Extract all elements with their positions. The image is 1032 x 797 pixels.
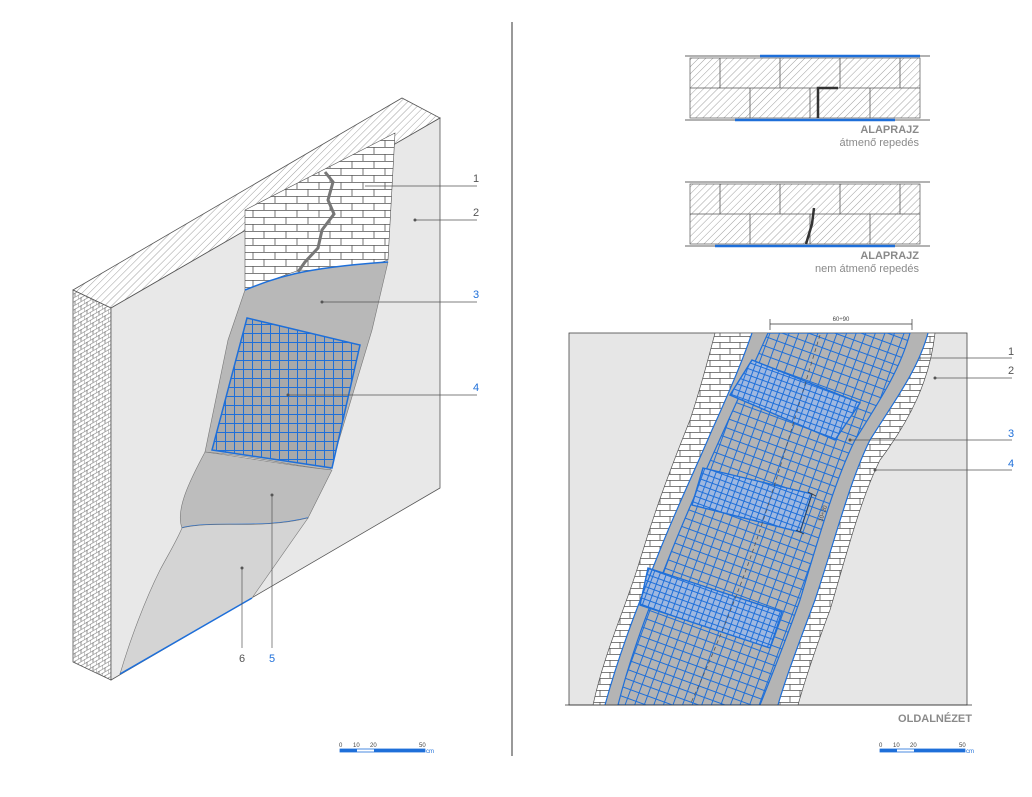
plan-not-through-crack: ALAPRAJZ nem átmenő repedés bbox=[685, 181, 930, 275]
plan1-title: ALAPRAJZ bbox=[860, 124, 919, 136]
left-leaders bbox=[241, 185, 477, 648]
left-scale-10: 10 bbox=[353, 743, 360, 749]
finish-edge-blue bbox=[119, 597, 253, 675]
plan-through-crack: ALAPRAJZ átmenő repedés bbox=[685, 54, 930, 149]
right-scale-50: 50 bbox=[959, 743, 966, 749]
left-label-6: 6 bbox=[239, 653, 245, 665]
left-label-4: 4 bbox=[473, 382, 479, 394]
left-scale-20: 20 bbox=[370, 743, 377, 749]
side-label-3: 3 bbox=[1008, 428, 1014, 440]
right-scale-bar: 0 10 20 50 cm bbox=[879, 743, 974, 755]
left-scale-bar: 0 10 20 50 cm bbox=[339, 743, 434, 755]
right-scale-20: 20 bbox=[910, 743, 917, 749]
side-dim-width: 60÷90 bbox=[833, 317, 850, 323]
left-label-2: 2 bbox=[473, 207, 479, 219]
side-label-1: 1 bbox=[1008, 346, 1014, 358]
left-label-5: 5 bbox=[269, 653, 275, 665]
wall-crack bbox=[296, 171, 336, 273]
plan1-subtitle: átmenő repedés bbox=[840, 137, 920, 149]
left-scale-50: 50 bbox=[419, 743, 426, 749]
left-label-3: 3 bbox=[473, 289, 479, 301]
right-scale-10: 10 bbox=[893, 743, 900, 749]
plan2-subtitle: nem átmenő repedés bbox=[815, 263, 919, 275]
right-scale-0: 0 bbox=[879, 743, 883, 749]
left-label-1: 1 bbox=[473, 173, 479, 185]
side-crack-line bbox=[689, 334, 821, 705]
right-scale-unit: cm bbox=[966, 749, 974, 755]
side-title: OLDALNÉZET bbox=[898, 712, 972, 725]
side-label-4: 4 bbox=[1008, 458, 1014, 470]
mortar-edge-blue bbox=[244, 261, 389, 291]
left-scale-0: 0 bbox=[339, 743, 343, 749]
side-view: 60÷90 10÷20 1 2 3 4 OLDALNÉZET bbox=[565, 317, 1014, 725]
wall-side-face bbox=[72, 289, 112, 681]
reinforcing-mesh bbox=[211, 317, 361, 469]
isometric-wall: 1 2 3 4 5 6 bbox=[72, 97, 479, 681]
finish-render-layer bbox=[119, 517, 309, 675]
left-scale-unit: cm bbox=[426, 749, 434, 755]
side-label-2: 2 bbox=[1008, 365, 1014, 377]
side-dim-overlap: 10÷20 bbox=[818, 504, 829, 522]
plan2-title: ALAPRAJZ bbox=[860, 250, 919, 262]
mesh-overlap-1 bbox=[728, 359, 862, 441]
